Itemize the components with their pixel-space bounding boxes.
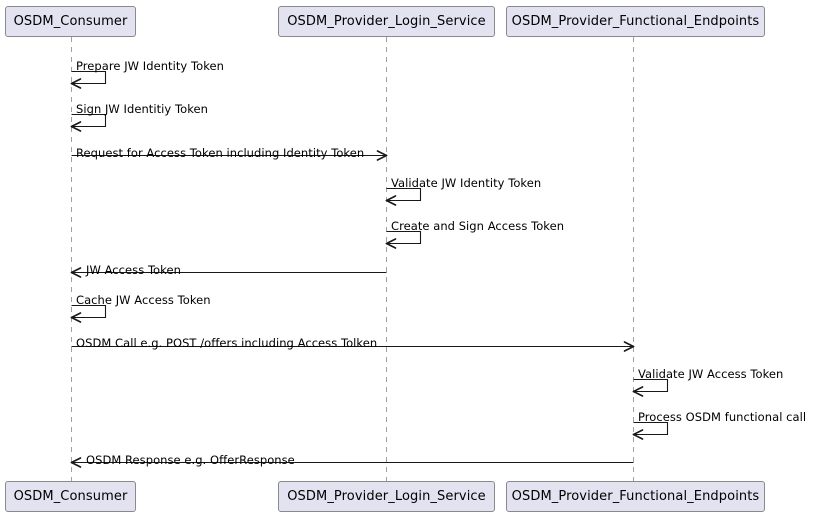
arrow-head <box>623 341 635 352</box>
participant-footer-login_service[interactable]: OSDM_Provider_Login_Service <box>278 481 495 512</box>
arrow-head-upper <box>385 238 397 245</box>
message-5-return <box>70 267 387 278</box>
arrow-head <box>70 78 82 89</box>
participant-header-login_service[interactable]: OSDM_Provider_Login_Service <box>278 6 495 37</box>
arrow-head-upper <box>632 429 644 436</box>
arrow-head <box>632 429 644 440</box>
arrow-head <box>385 238 397 249</box>
self-message-loop <box>386 230 422 245</box>
participant-label: OSDM_Provider_Login_Service <box>287 489 486 504</box>
self-message-loop <box>386 187 422 202</box>
message-label-9: Process OSDM functional call <box>638 410 807 424</box>
arrow-head-lower <box>623 345 635 352</box>
participant-header-consumer[interactable]: OSDM_Consumer <box>5 6 136 37</box>
message-0-self <box>70 70 107 89</box>
message-3-self <box>385 187 422 206</box>
message-9-self <box>632 421 669 440</box>
arrow-head <box>385 195 397 206</box>
arrow-head <box>632 386 644 397</box>
self-message-loop <box>633 421 669 436</box>
arrow-head-upper <box>70 457 82 464</box>
arrow-head <box>70 312 82 323</box>
message-7-call <box>71 341 635 352</box>
message-1-self <box>70 113 107 132</box>
participant-footer-functional_endpoints[interactable]: OSDM_Provider_Functional_Endpoints <box>506 481 765 512</box>
arrow-head <box>70 267 82 278</box>
message-label-3: Validate JW Identity Token <box>391 176 542 190</box>
participant-label: OSDM_Consumer <box>13 14 128 29</box>
message-label-4: Create and Sign Access Token <box>391 219 565 233</box>
arrow-head-lower <box>70 82 82 89</box>
arrow-head-upper <box>70 312 82 319</box>
message-label-2: Request for Access Token including Ident… <box>76 146 365 160</box>
message-label-1: Sign JW Identitiy Token <box>76 102 208 116</box>
message-8-self <box>632 378 669 397</box>
message-label-0: Prepare JW Identity Token <box>76 59 224 73</box>
arrow-head-lower <box>70 316 82 323</box>
message-4-self <box>385 230 422 249</box>
message-label-7: OSDM Call e.g. POST /offers including Ac… <box>76 336 378 350</box>
message-label-8: Validate JW Access Token <box>638 367 784 381</box>
arrow-head-lower <box>70 271 82 278</box>
participant-label: OSDM_Consumer <box>13 489 128 504</box>
arrow-head-lower <box>632 390 644 397</box>
participant-header-functional_endpoints[interactable]: OSDM_Provider_Functional_Endpoints <box>506 6 765 37</box>
arrow-head-lower <box>385 242 397 249</box>
message-10-return <box>70 457 634 468</box>
message-label-10: OSDM Response e.g. OfferResponse <box>86 453 295 467</box>
arrow-head-upper <box>623 341 635 348</box>
self-message-loop <box>71 70 107 85</box>
message-2-call <box>71 150 388 161</box>
arrow-head-upper <box>70 267 82 274</box>
arrow-head <box>70 121 82 132</box>
arrow-head-lower <box>376 154 388 161</box>
message-6-self <box>70 304 107 323</box>
participant-label: OSDM_Provider_Functional_Endpoints <box>511 14 760 29</box>
participant-footer-consumer[interactable]: OSDM_Consumer <box>5 481 136 512</box>
message-label-6: Cache JW Access Token <box>76 293 211 307</box>
arrow-head <box>376 150 388 161</box>
message-label-5: JW Access Token <box>86 263 181 277</box>
self-message-loop <box>633 378 669 393</box>
arrow-head-lower <box>385 199 397 206</box>
self-message-loop <box>71 304 107 319</box>
arrow-head-upper <box>70 78 82 85</box>
participant-label: OSDM_Provider_Functional_Endpoints <box>511 489 760 504</box>
arrow-head-upper <box>632 386 644 393</box>
arrow-head-lower <box>70 125 82 132</box>
participant-label: OSDM_Provider_Login_Service <box>287 14 486 29</box>
arrow-head-upper <box>70 121 82 128</box>
arrow-head-lower <box>70 461 82 468</box>
arrow-head-lower <box>632 433 644 440</box>
arrow-head-upper <box>385 195 397 202</box>
arrow-head-upper <box>376 150 388 157</box>
self-message-loop <box>71 113 107 128</box>
arrow-head <box>70 457 82 468</box>
